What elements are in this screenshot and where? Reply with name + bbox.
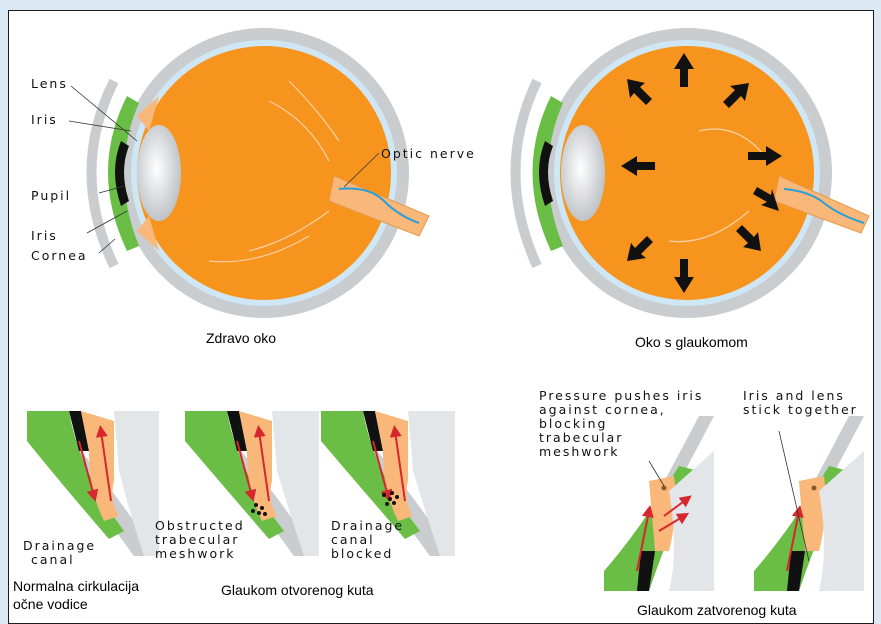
label-iris-bottom: Iris [31,229,58,243]
label-stick-2: stick together [743,403,858,417]
label-pupil: Pupil [31,189,71,203]
caption-closed-angle-glaucoma: Glaukom zatvorenog kuta [637,601,797,619]
label-obstructed-1: Obstructed [155,519,245,533]
label-pressure-4: trabecular [539,431,623,445]
label-blocked-1: Drainage [331,519,404,533]
label-blocked-3: blocked [331,547,393,561]
caption-glaucoma-eye: Oko s glaukomom [635,333,748,351]
caption-normal-circulation-2: očne vodice [13,595,88,613]
label-drainage-canal-2: canal [31,553,75,567]
caption-open-angle-glaucoma: Glaukom otvorenog kuta [221,581,374,599]
caption-normal-circulation-1: Normalna cirkulacija [13,577,139,595]
glaucoma-eye [516,28,870,318]
diagram-artwork [9,11,874,624]
healthy-eye [69,28,429,318]
label-pressure-5: meshwork [539,445,620,459]
diagram-panel: Lens Iris Pupil Iris Cornea Optic nerve … [8,10,874,624]
label-lens: Lens [31,77,68,91]
label-pressure-2: against cornea, [539,403,666,417]
label-pressure-1: Pressure pushes iris [539,389,703,403]
label-pressure-3: blocking [539,417,608,431]
label-optic-nerve: Optic nerve [381,147,476,161]
label-stick-1: Iris and lens [743,389,845,403]
label-drainage-canal-1: Drainage [23,539,96,553]
label-obstructed-3: meshwork [155,547,236,561]
caption-healthy-eye: Zdravo oko [206,329,276,347]
normal-circulation-diagram [27,411,159,556]
label-iris-top: Iris [31,113,58,127]
label-blocked-2: canal [331,533,375,547]
closed-angle-diagram-2 [754,416,864,591]
label-cornea: Cornea [31,249,88,263]
label-obstructed-2: trabecular [155,533,239,547]
